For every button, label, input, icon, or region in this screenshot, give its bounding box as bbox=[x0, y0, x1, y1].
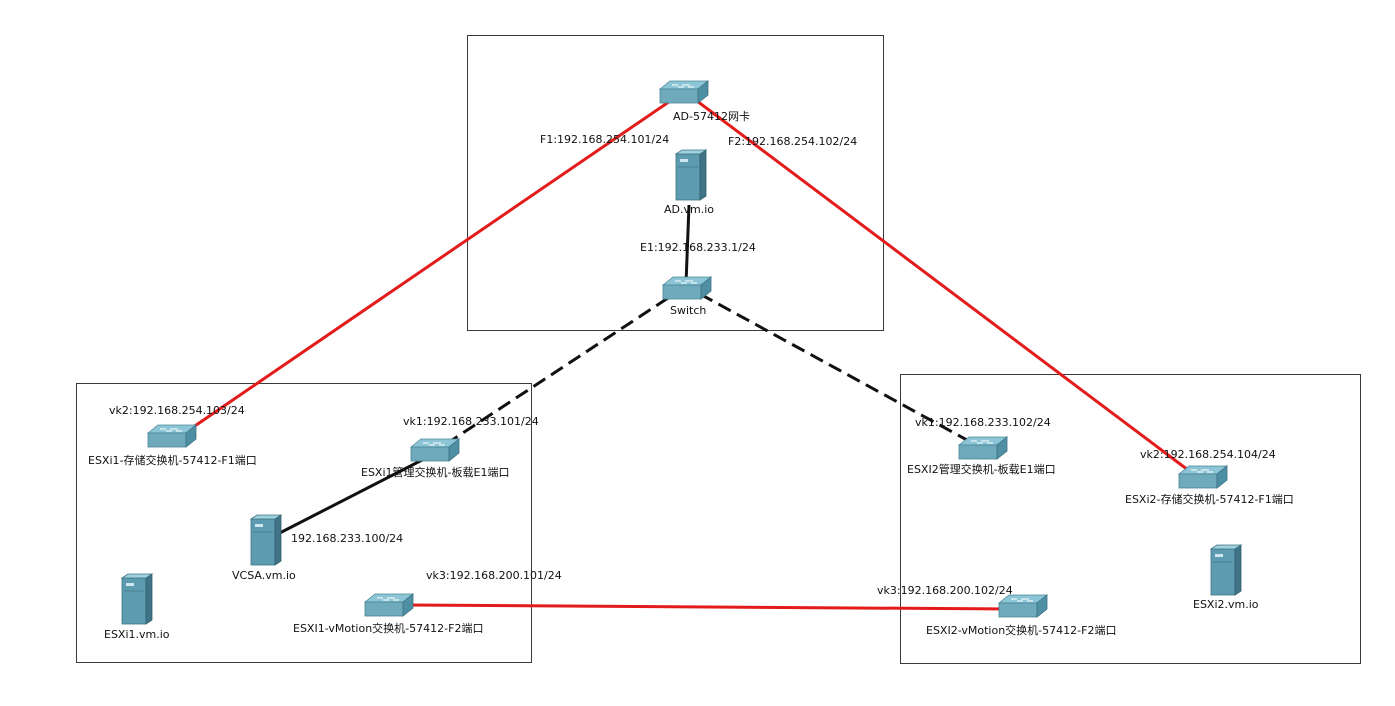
core-switch-icon[interactable] bbox=[662, 276, 712, 300]
esxi2-mgmt-switch-label: ESXI2管理交换机-板载E1端口 bbox=[907, 462, 1056, 476]
vcsa-server-icon[interactable] bbox=[250, 514, 282, 566]
esxi1-vk1-ip-label: vk1:192.168.233.101/24 bbox=[403, 415, 539, 428]
ad-server-icon[interactable] bbox=[675, 149, 707, 201]
esxi2-vk3-ip-label: vk3:192.168.200.102/24 bbox=[877, 584, 1013, 597]
esxi2-vmotion-switch-icon[interactable] bbox=[998, 594, 1048, 618]
link-ad-server-switch bbox=[684, 204, 691, 285]
esxi1-host-server-icon[interactable] bbox=[121, 573, 153, 625]
esxi2-vk2-ip-label: vk2:192.168.254.104/24 bbox=[1140, 448, 1276, 461]
esxi2-host-server-icon[interactable] bbox=[1210, 544, 1242, 596]
esxi1-storage-switch-label: ESXi1-存储交换机-57412-F1端口 bbox=[88, 453, 257, 467]
vcsa-ip-label: 192.168.233.100/24 bbox=[291, 532, 403, 545]
vcsa-label: VCSA.vm.io bbox=[232, 569, 296, 582]
ad-e1-ip-label: E1:192.168.233.1/24 bbox=[640, 241, 756, 254]
esxi1-vk3-ip-label: vk3:192.168.200.101/24 bbox=[426, 569, 562, 582]
esxi1-vk2-ip-label: vk2:192.168.254.103/24 bbox=[109, 404, 245, 417]
link-switch-esxi1-mgmt bbox=[439, 296, 669, 450]
link-ad-nic-esxi2-storage bbox=[696, 99, 1197, 478]
esxi2-mgmt-switch-icon[interactable] bbox=[958, 436, 1008, 460]
esxi2-host-label: ESXi2.vm.io bbox=[1193, 598, 1259, 611]
link-esxi1-mgmt-vcsa bbox=[267, 455, 429, 541]
esxi1-storage-switch-icon[interactable] bbox=[147, 424, 197, 448]
esxi1-zone-box bbox=[76, 383, 532, 663]
ad-server-label: AD.vm.io bbox=[664, 203, 714, 216]
core-switch-label: Switch bbox=[670, 304, 706, 317]
esxi1-host-label: ESXi1.vm.io bbox=[104, 628, 170, 641]
esxi2-storage-switch-icon[interactable] bbox=[1178, 465, 1228, 489]
esxi2-vk1-ip-label: vk1:192.168.233.102/24 bbox=[915, 416, 1051, 429]
link-switch-esxi2-mgmt bbox=[699, 292, 979, 448]
esxi1-vmotion-switch-label: ESXI1-vMotion交换机-57412-F2端口 bbox=[293, 621, 483, 635]
esxi1-vmotion-switch-icon[interactable] bbox=[364, 593, 414, 617]
ad-nic-switch-icon[interactable] bbox=[659, 80, 709, 104]
esxi2-vmotion-switch-label: ESXI2-vMotion交换机-57412-F2端口 bbox=[926, 623, 1116, 637]
link-ad-nic-esxi1-storage bbox=[185, 95, 677, 434]
esxi2-zone-box bbox=[900, 374, 1361, 664]
ad-zone-box bbox=[467, 35, 884, 331]
ad-f1-ip-label: F1:192.168.254.101/24 bbox=[540, 133, 669, 146]
ad-f2-ip-label: F2:192.168.254.102/24 bbox=[728, 135, 857, 148]
link-vmotion bbox=[407, 603, 1013, 611]
esxi2-storage-switch-label: ESXi2-存储交换机-57412-F1端口 bbox=[1125, 492, 1294, 506]
esxi1-mgmt-switch-label: ESXi1管理交换机-板载E1端口 bbox=[361, 465, 509, 479]
ad-nic-label: AD-57412网卡 bbox=[673, 110, 750, 123]
esxi1-mgmt-switch-icon[interactable] bbox=[410, 438, 460, 462]
